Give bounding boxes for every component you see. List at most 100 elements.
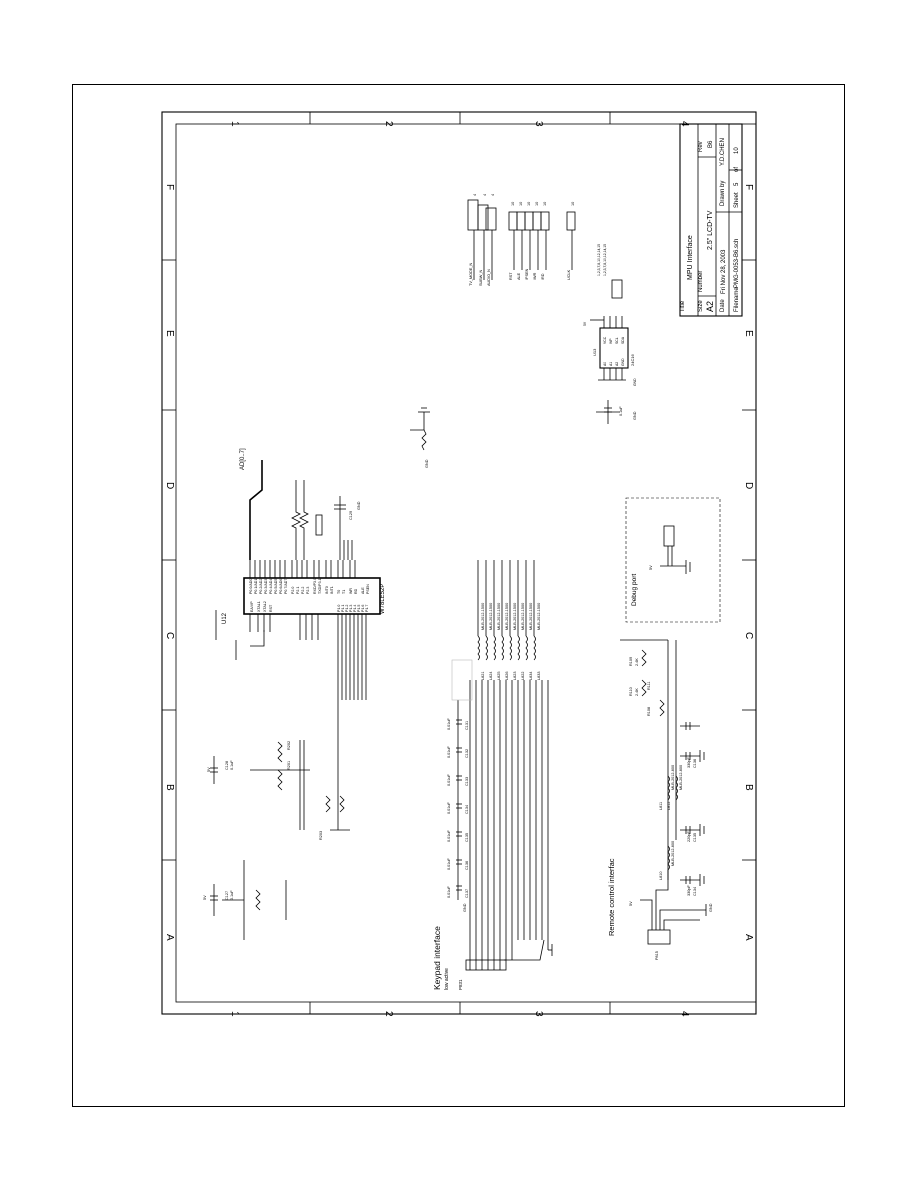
- eeprom-net-2: 1,2,3,7,8,10,12,14,15: [603, 244, 607, 276]
- mcu-pin-left-7: P1.3: [349, 605, 353, 612]
- sheet-total: 10: [734, 147, 740, 154]
- debug-title: Debug port: [631, 574, 638, 606]
- c128-label: C128: [225, 761, 229, 770]
- sheet-label: Sheet: [734, 192, 740, 208]
- remote-r109-val: 2.4K: [635, 658, 639, 666]
- drawing-outer-border: [161, 111, 757, 1015]
- row-label-right-E: E: [743, 330, 754, 337]
- eeprom-net-1: 1,2,3,7,8,10,12,14,15: [597, 244, 601, 276]
- mcu-pin-right-15: INT1: [330, 586, 334, 594]
- kp-ferrite-val-6: MLB-2012-1500: [529, 603, 533, 630]
- mcu-pin-right-3: P0.3/AD3: [264, 579, 268, 594]
- kp-ferrite-7: L833: [537, 672, 541, 680]
- remote-r110: R110: [629, 687, 633, 696]
- kp-faint-note: [451, 659, 473, 701]
- r202-label: R202: [287, 741, 291, 750]
- kp-ferrite-val-0: MLB-2012-1500: [481, 603, 485, 630]
- mcu-side-nets: [315, 514, 353, 560]
- mcu-pin-right-19: RD: [354, 588, 358, 594]
- eeprom-cap: [596, 400, 620, 424]
- c-label-c129: C129: [349, 511, 353, 520]
- row-label-right-F: F: [743, 184, 754, 190]
- kp-cap-val-1: 0.01uF: [447, 745, 451, 758]
- ctl-label-0: RST: [509, 272, 513, 280]
- ctl-value-0: 10: [511, 202, 515, 206]
- row-label-left-A: A: [164, 934, 175, 941]
- eeprom-pin-7: SDA: [621, 336, 625, 344]
- mcu-pin-left-3: RST: [269, 604, 273, 612]
- kp-cap-1: C132: [465, 749, 469, 758]
- kp-ferrite-5: L822: [521, 672, 525, 680]
- mcu-part: W78LE52P: [380, 584, 386, 614]
- kp-cap-val-6: 0.01uF: [447, 885, 451, 898]
- eeprom-pin-2: A2: [615, 362, 619, 366]
- ctl-label-2: /PSEN: [525, 268, 529, 280]
- mcu-u12: U12 W78LE52P EA/VP XTAL1 XTAL2: [222, 560, 386, 700]
- gnd-label-c129: GND: [357, 501, 361, 510]
- mcu-pin-right-7: P0.7/AD7: [284, 579, 288, 594]
- c127-label: C127: [225, 891, 229, 900]
- ctl-label-1: ALE: [517, 272, 521, 280]
- kp-ferrite-4: L823: [513, 672, 517, 680]
- sheet-of-label: of: [734, 167, 740, 172]
- eeprom-pin-4: VCC: [603, 336, 607, 344]
- remote-c135-val: 220pF: [687, 831, 691, 842]
- remote-r108: R108: [647, 707, 651, 716]
- number-value: 2.5" LCD-TV: [707, 210, 714, 250]
- row-label-right-A: A: [743, 934, 754, 941]
- kp-ferrite-1: L824: [489, 672, 493, 680]
- mcu-pin-right-12: RXD/P3.0: [313, 578, 317, 594]
- title-label: Title: [680, 300, 686, 312]
- sig-label-1: SUBW_N: [479, 269, 483, 286]
- kp-cap-5: C136: [465, 861, 469, 870]
- col-label-bottom-4: 4: [679, 1011, 690, 1017]
- eeprom-gnd: GND: [633, 378, 637, 386]
- remote-r111: R111: [647, 681, 651, 690]
- remote-c134-val: 330pF: [687, 885, 691, 896]
- kp-ferrite-val-7: MLB-2012-1500: [537, 603, 541, 630]
- eeprom-pin-1: A1: [609, 362, 613, 366]
- top-left-caps: [210, 740, 345, 830]
- mcu-pin-left-9: P1.5: [357, 605, 361, 612]
- mcu-pin-right-14: INT0: [325, 586, 329, 594]
- date-label: Date: [720, 299, 726, 312]
- eeprom-vcc: 5V: [583, 321, 587, 326]
- row-label-right-B: B: [743, 784, 754, 791]
- mcu-pin-left-2: XTAL2: [263, 601, 267, 612]
- eeprom-part: 24C16: [630, 353, 635, 366]
- ucdk-label: UCLK: [567, 269, 571, 280]
- eeprom-pin-6: SCL: [615, 337, 619, 344]
- date-value: Fri Nov 28, 2003: [721, 249, 727, 294]
- ucdk-value: 10: [571, 202, 575, 206]
- remote-ferrite-2: MLB-2012-800: [679, 765, 683, 790]
- col-label-top-2: 2: [383, 121, 394, 127]
- number-label: Number: [698, 271, 704, 292]
- zone-ticks: [162, 112, 756, 1014]
- kp-cap-val-0: 0.01uF: [447, 717, 451, 730]
- sig-value-1: 4: [483, 194, 487, 196]
- col-label-bottom-1: 1: [229, 1011, 240, 1017]
- debug-vcc: 5V: [649, 565, 653, 570]
- ad-bus: AD[0..7]: [240, 448, 263, 560]
- mcu-pin-left-0: EA/VP: [250, 601, 254, 612]
- sig-value-0: 4: [473, 194, 477, 196]
- sheet-value: 5: [734, 182, 740, 186]
- kp-ferrite-2: L825: [497, 672, 501, 680]
- ctl-label-3: /WR: [533, 272, 537, 280]
- kp-cap-6: C137: [465, 889, 469, 898]
- row-label-left-B: B: [164, 784, 175, 791]
- remote-r109: R109: [629, 657, 633, 666]
- remote-connector-ref: P815: [655, 951, 659, 960]
- kp-cap-val-5: 0.01uF: [447, 857, 451, 870]
- row-label-left-F: F: [164, 184, 175, 190]
- debug-port: Debug port 5V: [625, 497, 721, 623]
- r203-label: R203: [319, 831, 323, 840]
- mcu-ref: U12: [222, 612, 228, 624]
- rev-label: Rev: [698, 141, 704, 152]
- kp-ferrite-0: L821: [481, 672, 485, 680]
- keypad-gnd-symbol: [548, 944, 553, 956]
- mcu-pin-right-8: P2.0: [291, 587, 295, 594]
- r105: [410, 407, 430, 451]
- r201-label: R201: [287, 761, 291, 770]
